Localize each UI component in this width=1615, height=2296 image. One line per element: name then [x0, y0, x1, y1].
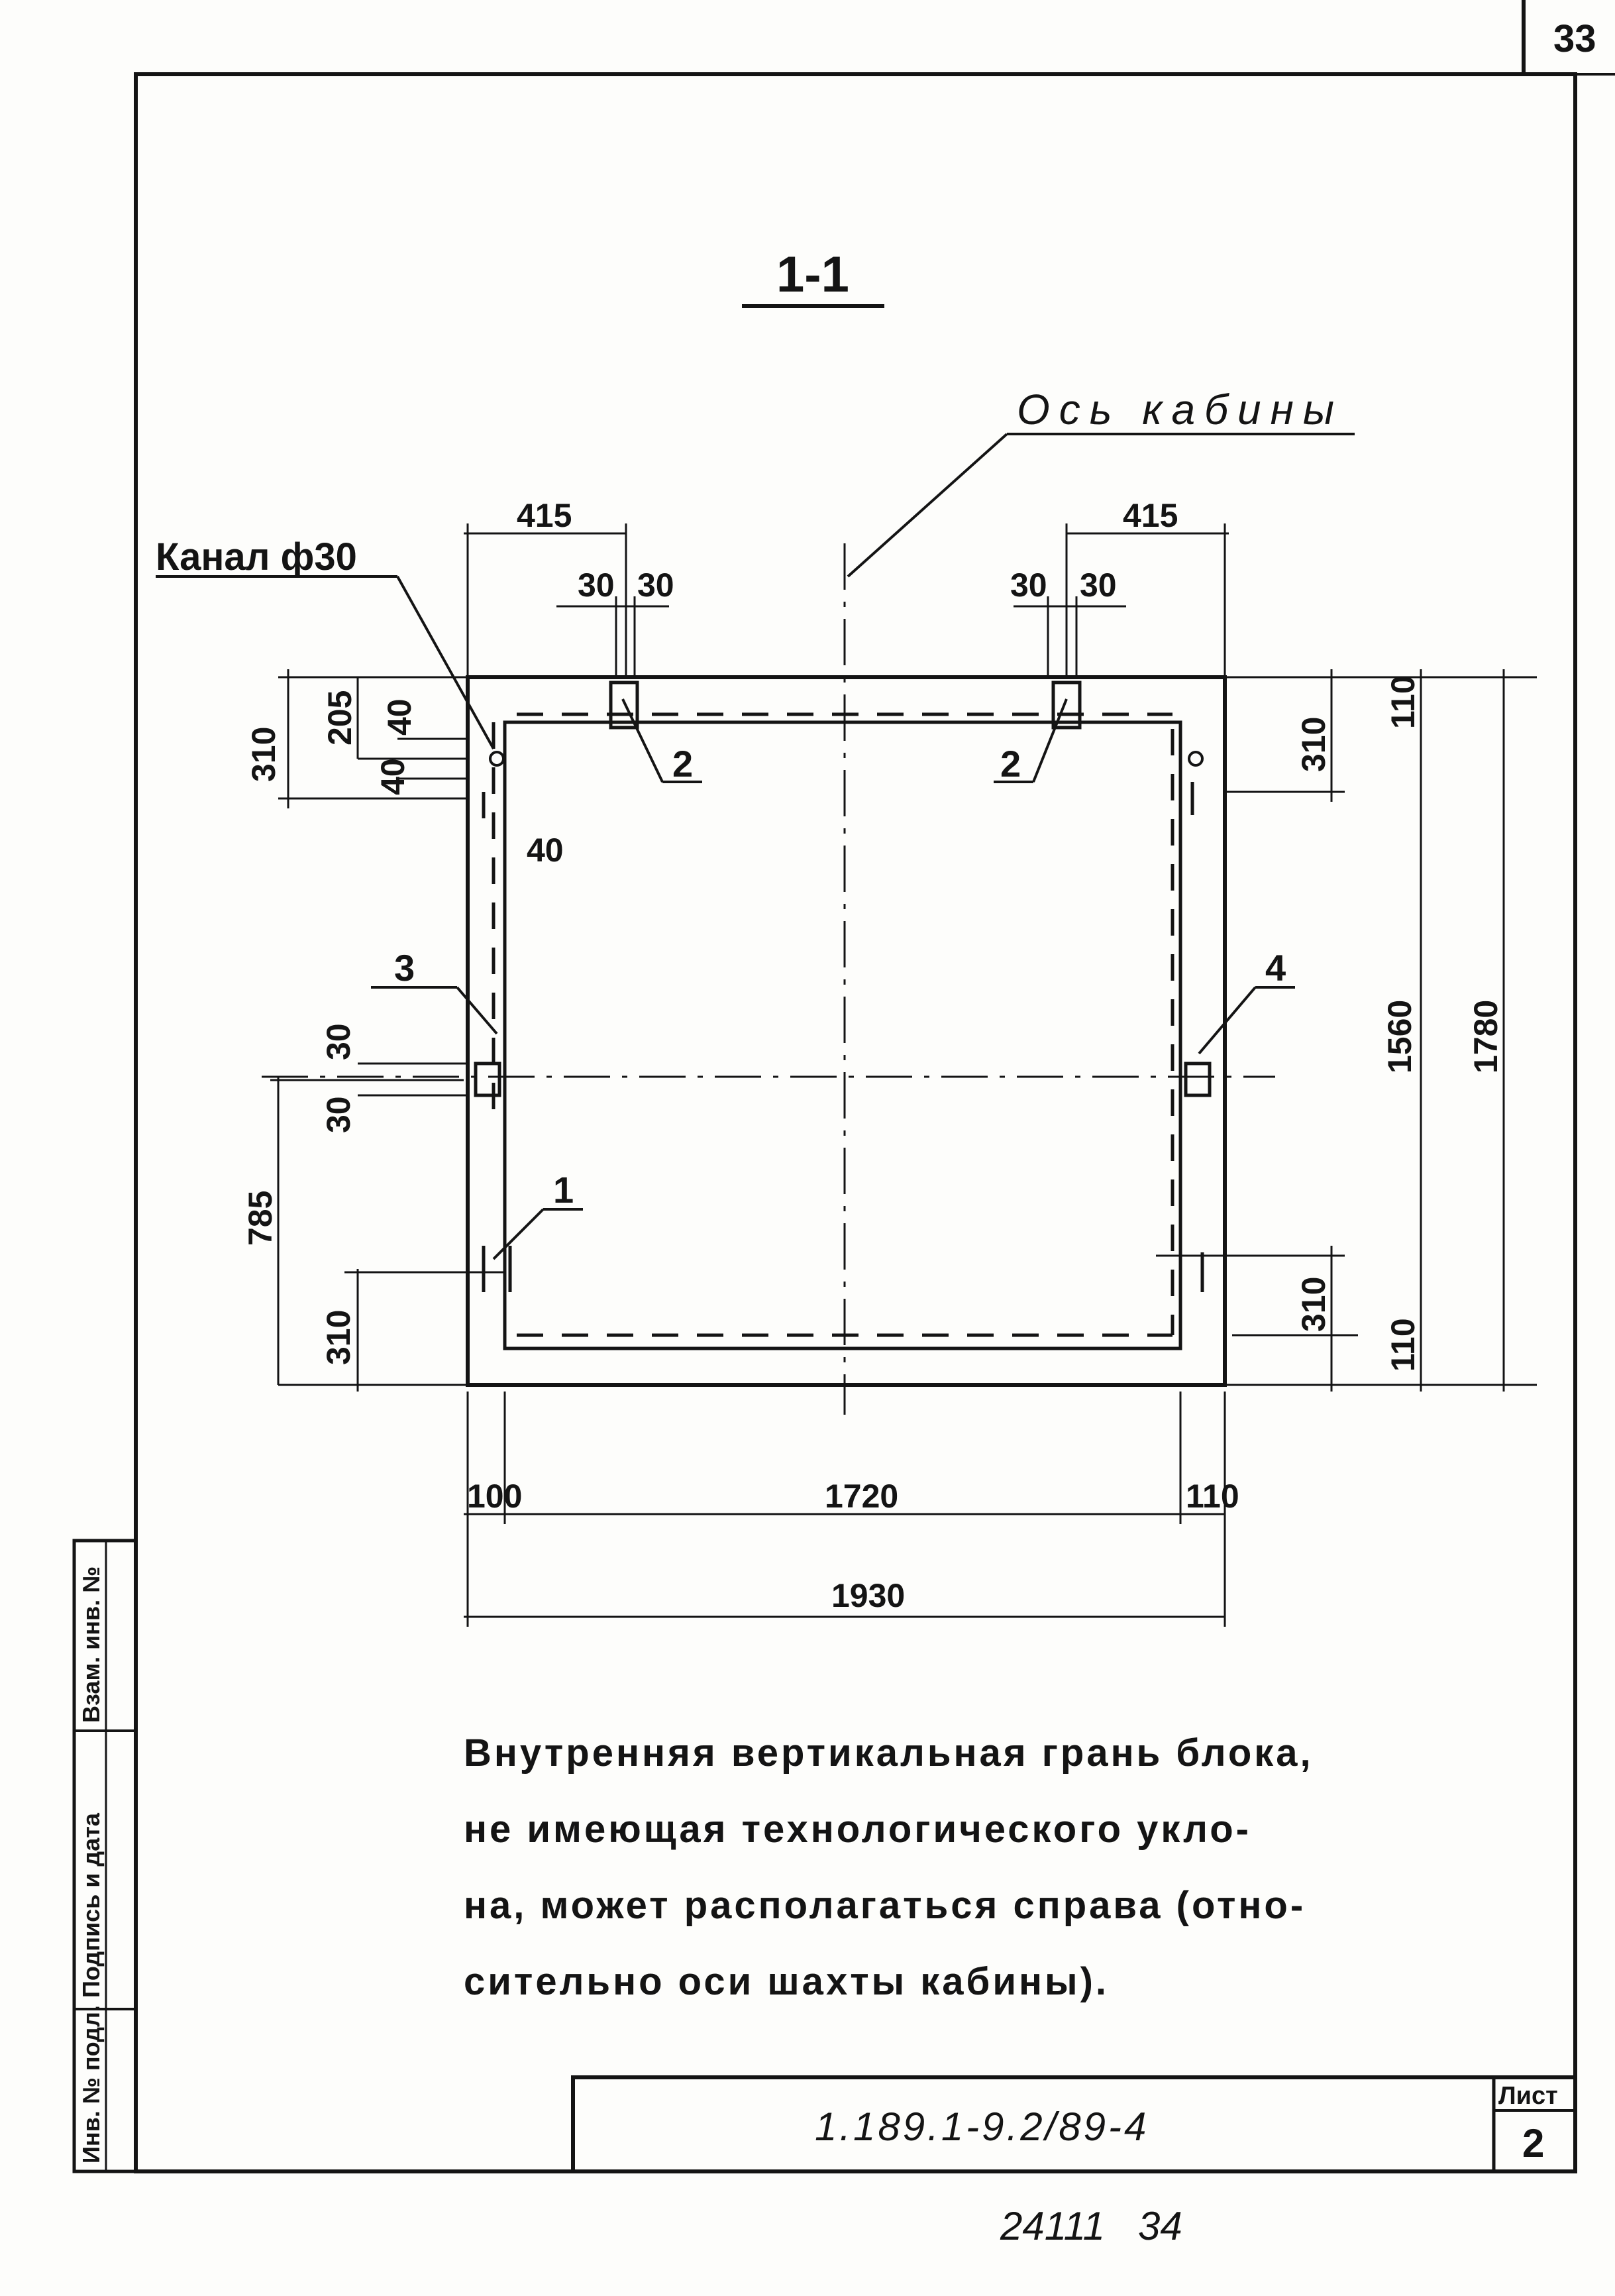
dim-1780: 1780: [1467, 1000, 1504, 1073]
dim-40-a: 40: [381, 698, 418, 736]
channel-label: Канал ф30: [156, 535, 357, 578]
dim-1720: 1720: [825, 1478, 898, 1515]
dim-310-left-bottom: 310: [320, 1310, 357, 1365]
axis-label-leader: [847, 433, 1008, 578]
dim-310-right-top: 310: [1295, 717, 1332, 772]
side-stamp-inv-podl: Инв. № подл.: [78, 2005, 105, 2163]
callout-3: 3: [394, 947, 415, 989]
dim-110-bottom: 110: [1186, 1478, 1239, 1515]
channel-hole-left: [489, 751, 505, 767]
title-block: 1.189.1-9.2/89-4 Лист 2: [571, 2075, 1577, 2173]
side-stamp: Инв. № подл. Подпись и дата Взам. инв. №: [72, 1539, 138, 2173]
axis-label: Ось кабины: [1017, 386, 1343, 433]
dim-30-right-b: 30: [1080, 567, 1117, 604]
channel-hole-right: [1188, 751, 1204, 767]
dim-40-c: 40: [527, 832, 564, 869]
block-hidden-contour: [492, 712, 1174, 1337]
dim-110-right-top: 110: [1384, 675, 1422, 729]
dim-310-left-top: 310: [245, 727, 282, 782]
embedded-part-2-right: [1051, 681, 1082, 730]
callout-2-right: 2: [1000, 743, 1021, 785]
callout-2-left: 2: [672, 743, 693, 785]
dim-1560: 1560: [1381, 1000, 1418, 1073]
document-code: 1.189.1-9.2/89-4: [815, 2105, 1149, 2149]
dim-415-right: 415: [1123, 497, 1178, 534]
dim-30-left-b: 30: [637, 567, 674, 604]
embedded-part-3: [474, 1062, 501, 1097]
dim-40-b: 40: [374, 758, 411, 795]
dim-110-right-bottom: 110: [1384, 1318, 1422, 1372]
note-line-3: на, может располагаться справа (отно-: [464, 1884, 1306, 1927]
note-line-1: Внутренняя вертикальная грань блока,: [464, 1731, 1314, 1775]
dim-30-left-mid-a: 30: [320, 1023, 357, 1060]
side-stamp-replace-inv: Взам. инв. №: [78, 1566, 105, 1723]
embedded-part-4: [1184, 1062, 1212, 1097]
dim-30-left-mid-b: 30: [320, 1096, 357, 1133]
callout-4: 4: [1265, 947, 1286, 989]
block-plan: [262, 543, 1275, 1415]
embedded-part-2-left: [609, 681, 639, 730]
sheet-label: Лист: [1498, 2082, 1558, 2110]
block-inner-edge: [503, 720, 1182, 1350]
dim-205: 205: [321, 690, 358, 745]
channel-leader: [396, 576, 495, 749]
dim-30-left-a: 30: [578, 567, 615, 604]
note: Внутренняя вертикальная грань блока, не …: [464, 1731, 1314, 2003]
side-stamp-signature: Подпись и дата: [78, 1812, 105, 1998]
block-outer-edge: [466, 675, 1227, 1387]
footer-number: 24111 34: [1000, 2204, 1182, 2248]
section-label: 1-1: [776, 246, 849, 303]
note-line-4: сительно оси шахты кабины).: [464, 1960, 1109, 2003]
dim-1930: 1930: [831, 1577, 905, 1614]
note-line-2: не имеющая технологического укло-: [464, 1808, 1251, 1851]
sheet-value: 2: [1522, 2121, 1544, 2165]
dim-785: 785: [242, 1191, 279, 1246]
sheet-number: 33: [1553, 17, 1596, 60]
dim-310-right-bottom: 310: [1295, 1277, 1332, 1332]
dim-415-left: 415: [517, 497, 572, 534]
callout-leaders: [371, 698, 1295, 1260]
dim-100: 100: [467, 1478, 522, 1515]
callout-1: 1: [553, 1169, 574, 1211]
dimension-lines: [270, 523, 1537, 1627]
dim-30-right-a: 30: [1010, 567, 1047, 604]
